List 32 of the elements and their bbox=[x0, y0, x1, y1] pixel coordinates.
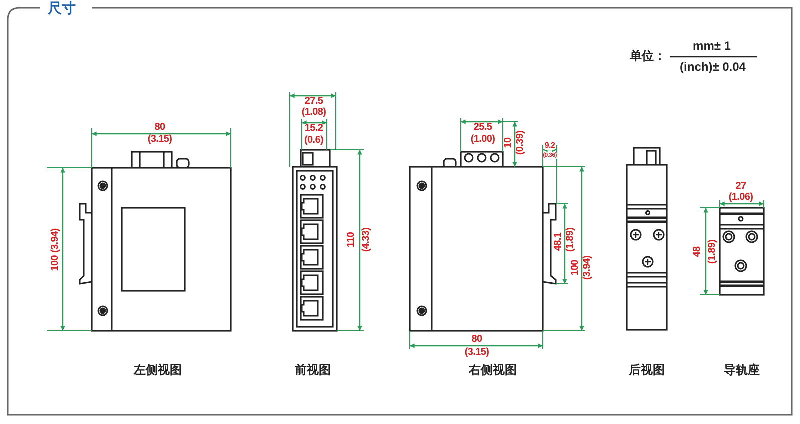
dimension-label: 80 bbox=[472, 335, 482, 345]
view-caption: 右侧视图 bbox=[469, 364, 517, 376]
dimension-label: 27 bbox=[736, 182, 746, 192]
tolerance-text: mm± 1 bbox=[693, 40, 731, 52]
dimension-label: (0.39) bbox=[516, 130, 526, 156]
dimension-label: (4.33) bbox=[362, 228, 372, 252]
dimension-label: (1.00) bbox=[470, 135, 496, 145]
tolerance-text: (inch)± 0.04 bbox=[680, 61, 746, 73]
dimension-label: (1.89) bbox=[708, 240, 718, 264]
dimension-label: 9.2 bbox=[544, 142, 556, 150]
dimension-label: (3.15) bbox=[464, 348, 490, 358]
unit-label: 单位： bbox=[630, 50, 666, 62]
dimension-label: (1.89) bbox=[566, 228, 576, 252]
view-caption: 后视图 bbox=[629, 364, 665, 376]
dimension-label: 10 bbox=[504, 138, 514, 148]
dimension-label: (3.94) bbox=[583, 256, 593, 280]
dimension-label: 15.2 bbox=[304, 124, 324, 134]
view-caption: 前视图 bbox=[295, 364, 331, 376]
dimension-label: 25.5 bbox=[474, 123, 492, 133]
dimension-label: (1.06) bbox=[728, 193, 754, 203]
dimension-label: 48 bbox=[693, 246, 703, 258]
dimension-label: 100 (3.94) bbox=[51, 228, 61, 272]
view-caption: 导轨座 bbox=[724, 364, 760, 376]
dimension-label: (0.6) bbox=[304, 136, 324, 146]
dimension-label: (1.08) bbox=[302, 108, 326, 118]
dimension-label: 80 bbox=[154, 123, 166, 133]
dimension-label: (3.15) bbox=[148, 135, 172, 145]
dimension-label: 48.1 bbox=[554, 232, 564, 252]
view-caption: 左侧视图 bbox=[134, 364, 182, 376]
dimension-label: 27.5 bbox=[304, 97, 324, 107]
dimension-label: 100 bbox=[571, 260, 581, 276]
dimension-label: 110 bbox=[347, 232, 357, 248]
